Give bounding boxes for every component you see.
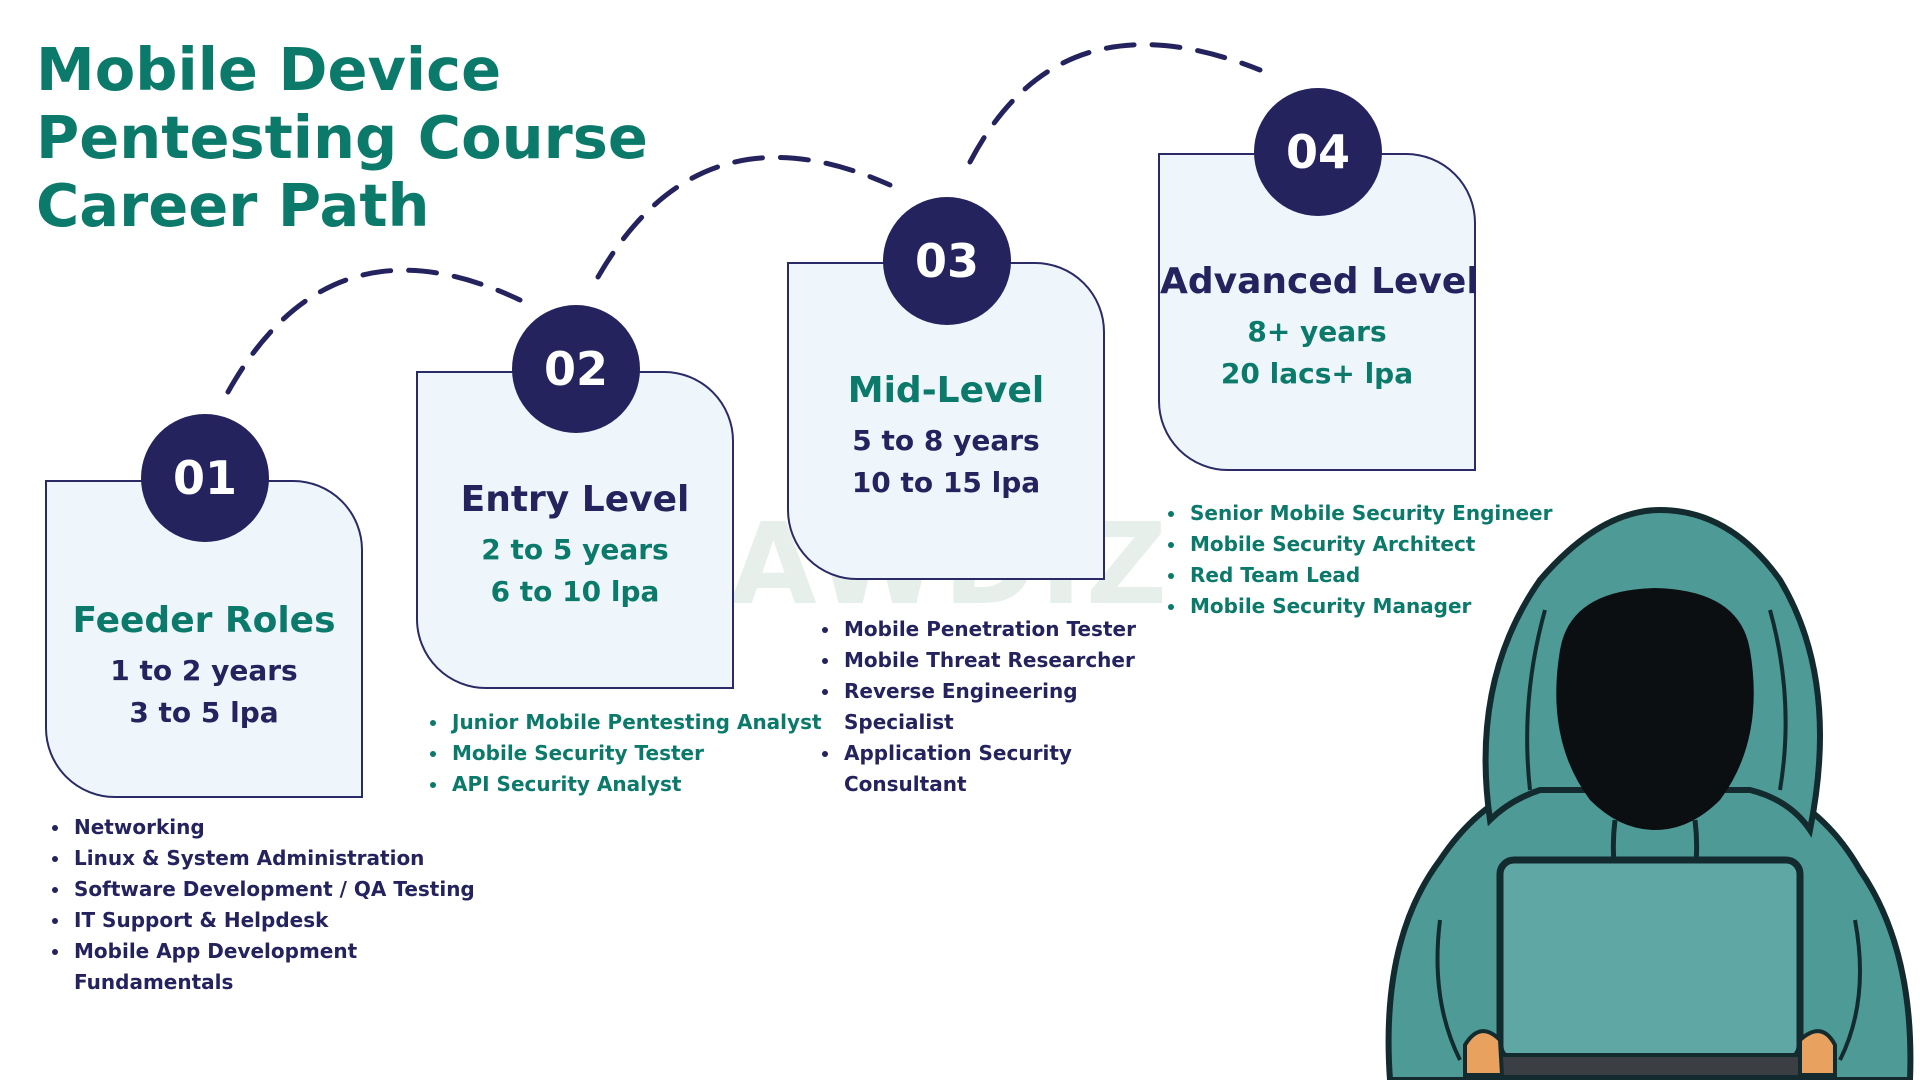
stage-number-badge: 02 — [512, 305, 640, 433]
list-item: Senior Mobile Security Engineer — [1162, 498, 1552, 529]
hood-shadow-face — [1556, 588, 1754, 830]
stage-title: Advanced Level — [1160, 261, 1479, 302]
list-item: Mobile Security Tester — [424, 738, 822, 769]
list-item: Linux & System Administration — [46, 843, 475, 874]
stage-roles-list: Mobile Penetration Tester Mobile Threat … — [816, 614, 1136, 800]
connector-arc-1 — [225, 267, 523, 395]
stage-roles-list: Junior Mobile Pentesting Analyst Mobile … — [424, 707, 822, 800]
list-item: Software Development / QA Testing — [46, 874, 475, 905]
stage-salary: 3 to 5 lpa — [129, 696, 279, 729]
list-item: Mobile Threat Researcher — [816, 645, 1136, 676]
list-item-continuation: Consultant — [844, 772, 967, 796]
arm-fold — [1838, 919, 1862, 1061]
laptop-screen — [1496, 856, 1804, 1064]
stage-years: 1 to 2 years — [110, 654, 298, 687]
hood-fold — [1768, 609, 1788, 791]
connector-arc-3 — [967, 42, 1263, 165]
stage-title: Entry Level — [460, 479, 690, 520]
list-item: API Security Analyst — [424, 769, 822, 800]
hood-fold — [1525, 609, 1547, 791]
stage-salary: 20 lacs+ lpa — [1220, 357, 1414, 390]
list-item: IT Support & Helpdesk — [46, 905, 475, 936]
connector-arc-2 — [595, 155, 893, 280]
stage-title: Mid-Level — [847, 370, 1045, 411]
list-item: Mobile Security Architect — [1162, 529, 1552, 560]
hand-left — [1463, 1029, 1505, 1077]
list-item-continuation: Specialist — [844, 710, 954, 734]
list-item: Mobile Security Manager — [1162, 591, 1552, 622]
stage-roles-list: Networking Linux & System Administration… — [46, 812, 475, 998]
stage-salary: 10 to 15 lpa — [851, 466, 1041, 499]
stage-number-badge: 04 — [1254, 88, 1382, 216]
list-item: Application Security — [816, 738, 1136, 769]
hacker-illustration — [1385, 506, 1914, 1080]
stage-title: Feeder Roles — [72, 600, 336, 641]
stage-roles-list: Senior Mobile Security Engineer Mobile S… — [1162, 498, 1552, 622]
stage-years: 8+ years — [1247, 315, 1387, 348]
stage-number-badge: 01 — [141, 414, 269, 542]
list-item: Junior Mobile Pentesting Analyst — [424, 707, 822, 738]
stage-years: 5 to 8 years — [852, 424, 1040, 457]
list-item: Networking — [46, 812, 475, 843]
stage-salary: 6 to 10 lpa — [490, 575, 660, 608]
list-item: Reverse Engineering — [816, 676, 1136, 707]
list-item: Mobile Penetration Tester — [816, 614, 1136, 645]
hand-right — [1798, 1029, 1837, 1077]
laptop-base — [1488, 1053, 1812, 1079]
title-line: Pentesting Course — [36, 103, 648, 172]
page-title: Mobile Device Pentesting Course Career P… — [36, 36, 676, 240]
stage-years: 2 to 5 years — [481, 533, 669, 566]
title-line: Career Path — [36, 171, 430, 240]
list-item: Red Team Lead — [1162, 560, 1552, 591]
list-item: Fundamentals — [74, 970, 234, 994]
stage-number-badge: 03 — [883, 197, 1011, 325]
list-item: Mobile App Development — [46, 936, 475, 967]
title-line: Mobile Device — [36, 35, 502, 104]
arm-fold — [1435, 919, 1462, 1061]
